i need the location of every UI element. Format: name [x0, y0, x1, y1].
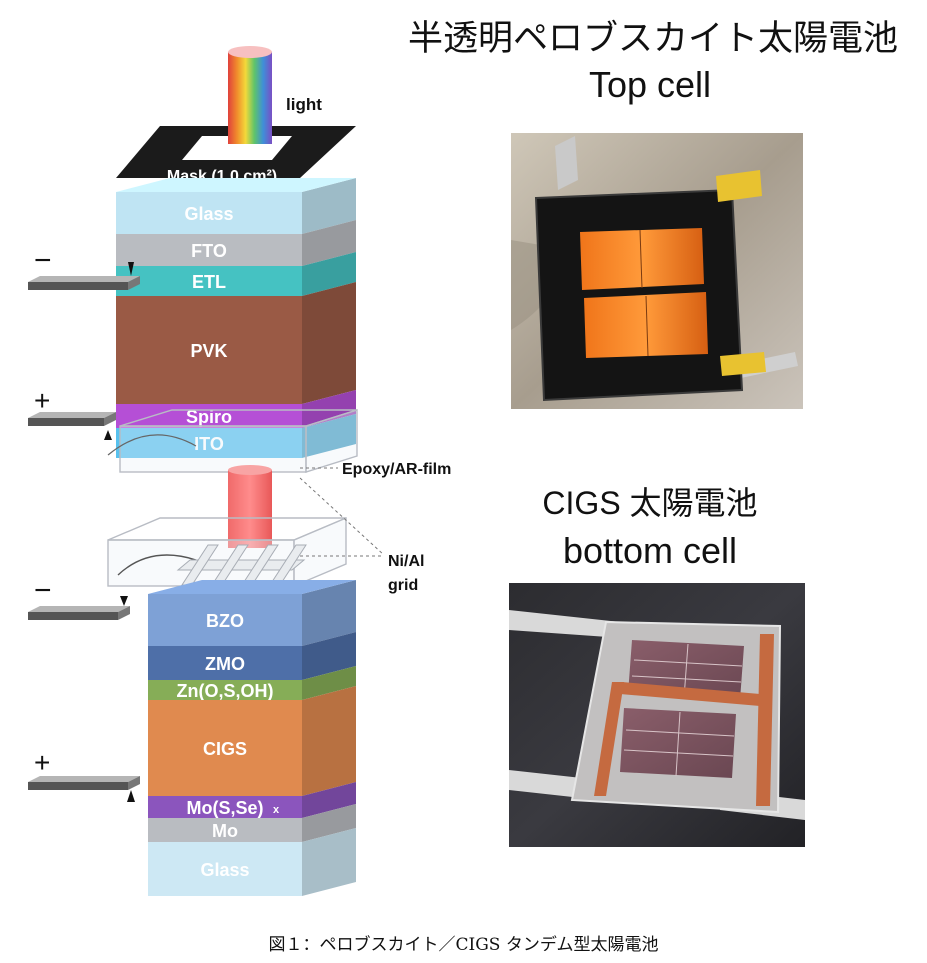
top-cell-heading: Top cell	[530, 64, 770, 106]
light-label: light	[286, 95, 322, 114]
layer-glass: Glass	[116, 178, 356, 234]
bottom-cell-heading: bottom cell	[500, 530, 800, 572]
layer-label: Glass	[200, 860, 249, 880]
terminal-top-plus: +	[28, 385, 116, 440]
terminal-minus-sign: −	[34, 244, 52, 277]
layer-bzo: BZO	[148, 580, 356, 646]
layer-label: FTO	[191, 241, 227, 261]
terminal-plus-sign: +	[34, 385, 50, 416]
terminal-minus-sign: −	[34, 574, 52, 607]
layer-label: Zn(O,S,OH)	[177, 681, 274, 701]
layer-label: ZMO	[205, 654, 245, 674]
layer-label: BZO	[206, 611, 244, 631]
terminal-bottom-plus: +	[28, 747, 140, 802]
bottom-cell-photo	[509, 583, 805, 847]
layer-side-face	[302, 282, 356, 404]
figure-caption: 図１：ペロブスカイト／CIGS タンデム型太陽電池	[0, 930, 927, 955]
terminal-plus-sign: +	[34, 747, 50, 778]
semi-transparent-perovskite-heading: 半透明ペロブスカイト太陽電池	[388, 10, 918, 61]
layer-label: CIGS	[203, 739, 247, 759]
layer-label: ETL	[192, 272, 226, 292]
top-cell-photo	[511, 133, 803, 409]
layer-label: Glass	[184, 204, 233, 224]
epoxy-ar-film-label: Epoxy/AR-film	[342, 461, 451, 478]
mo-sse-subscript: x	[273, 804, 280, 816]
grid-label-line1: Ni/Al	[388, 553, 424, 570]
cigs-cell-heading: CIGS 太陽電池	[500, 478, 800, 524]
layer-label: Mo(S,Se)	[186, 798, 263, 818]
transmitted-light-beam	[228, 465, 272, 548]
layer-label: Mo	[212, 821, 238, 841]
grid-label-line2: grid	[388, 577, 418, 594]
layer-side-face	[302, 686, 356, 796]
layer-label: PVK	[190, 341, 227, 361]
layer-cigs: CIGS	[148, 686, 356, 796]
layer-pvk: PVK	[116, 282, 356, 404]
